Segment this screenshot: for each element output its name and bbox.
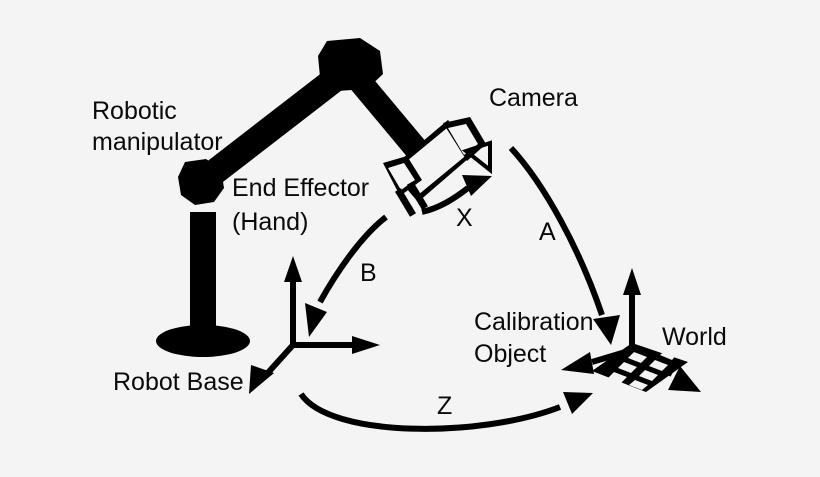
checker-white-5 <box>608 372 627 383</box>
upper-arm-bar <box>195 58 356 192</box>
transform-arrow-z-head <box>563 392 593 414</box>
label-robot-base: Robot Base <box>113 368 244 396</box>
transform-arrow-x-path <box>421 185 470 215</box>
world-frame <box>561 268 701 392</box>
label-end-effector-line2: (Hand) <box>232 208 308 236</box>
gripper-finger-left <box>394 188 417 217</box>
label-robotic-manipulator-line2: manipulator <box>92 128 223 156</box>
end-effector-camera-assembly <box>383 117 492 217</box>
gripper-finger-right <box>406 181 429 210</box>
camera-head-inner <box>448 124 478 155</box>
checker-white-7 <box>660 350 677 360</box>
transform-arrow-x-head <box>462 175 492 196</box>
world-frame-axis-up-arrowhead <box>623 268 641 295</box>
base-frame-axis-up-arrowhead <box>284 256 302 282</box>
transform-arrow-a-path <box>508 145 605 316</box>
checkerboard-target <box>592 343 688 392</box>
world-frame-axis-left-arrowhead <box>561 352 594 374</box>
label-transform-b: B <box>360 259 377 287</box>
world-frame-axis-right-arrowhead <box>668 366 701 392</box>
robot-base-frame <box>249 256 380 394</box>
label-transform-a: A <box>539 218 556 246</box>
label-robotic-manipulator-line1: Robotic <box>92 97 177 125</box>
transform-arrow-a-head <box>593 315 620 345</box>
transform-arrow-x <box>421 175 492 215</box>
label-camera: Camera <box>489 84 578 112</box>
transform-arrow-b-path <box>317 214 388 304</box>
checker-white-4 <box>639 370 658 381</box>
label-calibration-object-line2: Object <box>474 340 546 368</box>
label-transform-z: Z <box>437 392 452 420</box>
transform-arrow-b-head <box>305 303 327 337</box>
checker-white-3 <box>618 362 637 373</box>
checker-white-6 <box>629 380 648 390</box>
label-transform-x: X <box>456 204 473 232</box>
robot-column <box>190 212 216 344</box>
base-frame-axis-downleft-arrowhead <box>249 365 274 394</box>
forearm-bar <box>342 64 428 159</box>
transform-arrow-a <box>508 145 620 345</box>
hand-mount-inner <box>388 163 415 190</box>
robot-manipulator-figure <box>156 38 492 357</box>
label-end-effector-line1: End Effector <box>232 174 369 202</box>
transform-arrow-b <box>305 214 388 337</box>
base-frame-axis-downleft <box>262 342 296 379</box>
base-frame-axis-right-arrowhead <box>352 336 380 354</box>
camera-lens-icon <box>461 140 492 175</box>
label-world: World <box>662 323 727 351</box>
checker-white-2 <box>649 360 668 371</box>
transform-arrow-z <box>298 392 593 432</box>
label-calibration-object-line1: Calibration <box>474 308 594 336</box>
transform-arrow-z-path <box>298 392 562 432</box>
checker-white-1 <box>628 352 647 363</box>
